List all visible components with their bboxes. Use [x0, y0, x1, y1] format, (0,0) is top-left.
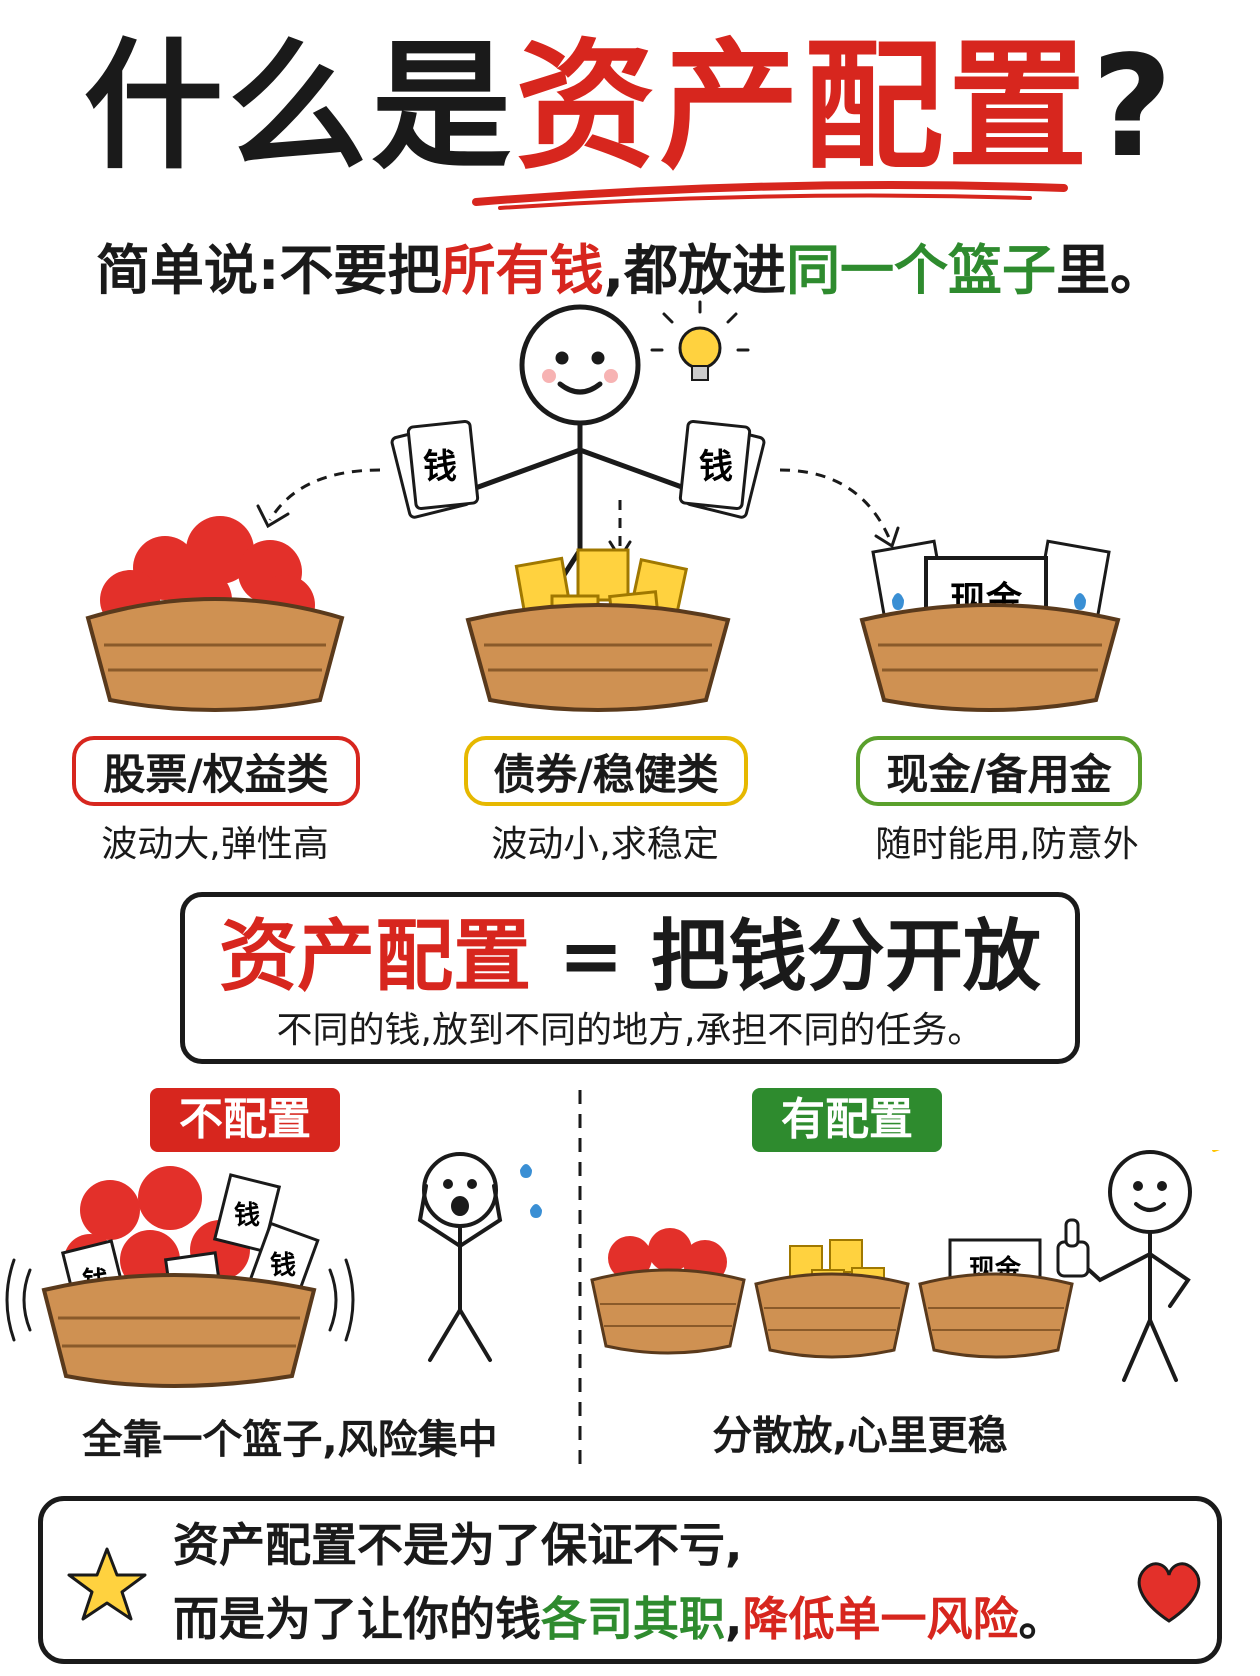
- conclusion-highlight-green: 各司其职: [541, 1592, 725, 1646]
- allocation-illustration: 钱 钱 现金: [85, 300, 1121, 712]
- category-label-bonds: 债券/稳健类: [464, 736, 748, 806]
- conclusion-line-2-a: 而是为了让你的钱: [173, 1592, 541, 1646]
- badge-no-allocation: 不配置: [150, 1088, 340, 1152]
- money-label-right: 钱: [699, 447, 733, 487]
- compare-desc-right: 分散放,心里更稳: [712, 1413, 1008, 1459]
- dashed-arrows: [268, 468, 892, 550]
- subtitle-highlight-red: 所有钱: [441, 239, 604, 302]
- conclusion-line-2: 而是为了让你的钱各司其职,降低单一风险。: [173, 1587, 1064, 1651]
- lightbulb-icon: [650, 300, 750, 381]
- equation-box: 资产配置 = 把钱分开放 不同的钱,放到不同的地方,承担不同的任务。: [180, 892, 1080, 1064]
- comparison-illustration: 钱 钱 钱 钱: [5, 1150, 1220, 1388]
- small-bond-basket: [754, 1239, 910, 1359]
- conclusion-box: 资产配置不是为了保证不亏, 而是为了让你的钱各司其职,降低单一风险。: [38, 1496, 1222, 1664]
- sweat-drops-icon: [520, 1164, 542, 1218]
- category-desc-cash: 随时能用,防意外: [875, 824, 1139, 865]
- category-stocks-text: 股票/权益类: [103, 750, 329, 799]
- category-cash-text: 现金/备用金: [886, 750, 1112, 799]
- equation-subtext: 不同的钱,放到不同的地方,承担不同的任务。: [276, 1010, 984, 1051]
- subtitle-part-1: 简单说:不要把: [95, 239, 442, 302]
- equation-left: 资产配置: [219, 912, 532, 1002]
- heart-icon: [1137, 1562, 1201, 1623]
- divider-dashed: [578, 1090, 582, 1470]
- equation-main: 资产配置 = 把钱分开放: [185, 907, 1075, 1007]
- title-underline: [472, 181, 1068, 210]
- money-cards-right: 钱: [678, 419, 766, 519]
- page-title: 什么是资产配置?: [0, 28, 1260, 188]
- subtitle: 简单说:不要把所有钱,都放进同一个篮子里。: [0, 236, 1260, 306]
- subtitle-highlight-green: 同一个篮子: [786, 239, 1057, 302]
- money-label-stack-3: 钱: [234, 1201, 260, 1231]
- category-label-cash: 现金/备用金: [856, 736, 1142, 806]
- title-highlight: 资产配置: [515, 26, 1092, 189]
- happy-figure: [1076, 1150, 1192, 1382]
- title-part-1: 什么是: [83, 26, 516, 189]
- cash-basket: 现金: [859, 539, 1121, 712]
- money-cards-left: 钱: [390, 419, 480, 519]
- worried-figure: [417, 1152, 503, 1362]
- category-desc-bonds: 波动小,求稳定: [491, 824, 719, 865]
- subtitle-part-5: 里。: [1056, 239, 1165, 302]
- conclusion-line-2-e: 。: [1018, 1592, 1065, 1646]
- title-question-mark: ?: [1091, 26, 1177, 189]
- overloaded-basket: 钱 钱 钱 钱: [5, 1166, 355, 1388]
- money-label-left: 钱: [423, 447, 457, 487]
- stock-basket: [85, 516, 345, 712]
- category-desc-stocks: 波动大,弹性高: [101, 824, 329, 865]
- thumbs-up-icon: [1056, 1218, 1090, 1278]
- subtitle-part-3: ,都放进: [603, 239, 787, 302]
- bond-basket: [465, 548, 731, 712]
- conclusion-line-2-c: ,: [725, 1592, 743, 1646]
- conclusion-highlight-red: 降低单一风险: [742, 1592, 1019, 1646]
- category-bonds-text: 债券/稳健类: [493, 750, 719, 799]
- compare-desc-left: 全靠一个篮子,风险集中: [82, 1417, 498, 1463]
- equation-right: = 把钱分开放: [558, 912, 1041, 1002]
- small-stock-basket: [590, 1228, 746, 1355]
- badge-with-allocation: 有配置: [752, 1088, 942, 1152]
- conclusion-line-1: 资产配置不是为了保证不亏,: [173, 1518, 743, 1572]
- money-label-stack-4: 钱: [270, 1251, 296, 1281]
- small-cash-basket: 现金: [918, 1238, 1074, 1359]
- category-label-stocks: 股票/权益类: [72, 736, 360, 806]
- star-icon: [67, 1547, 147, 1621]
